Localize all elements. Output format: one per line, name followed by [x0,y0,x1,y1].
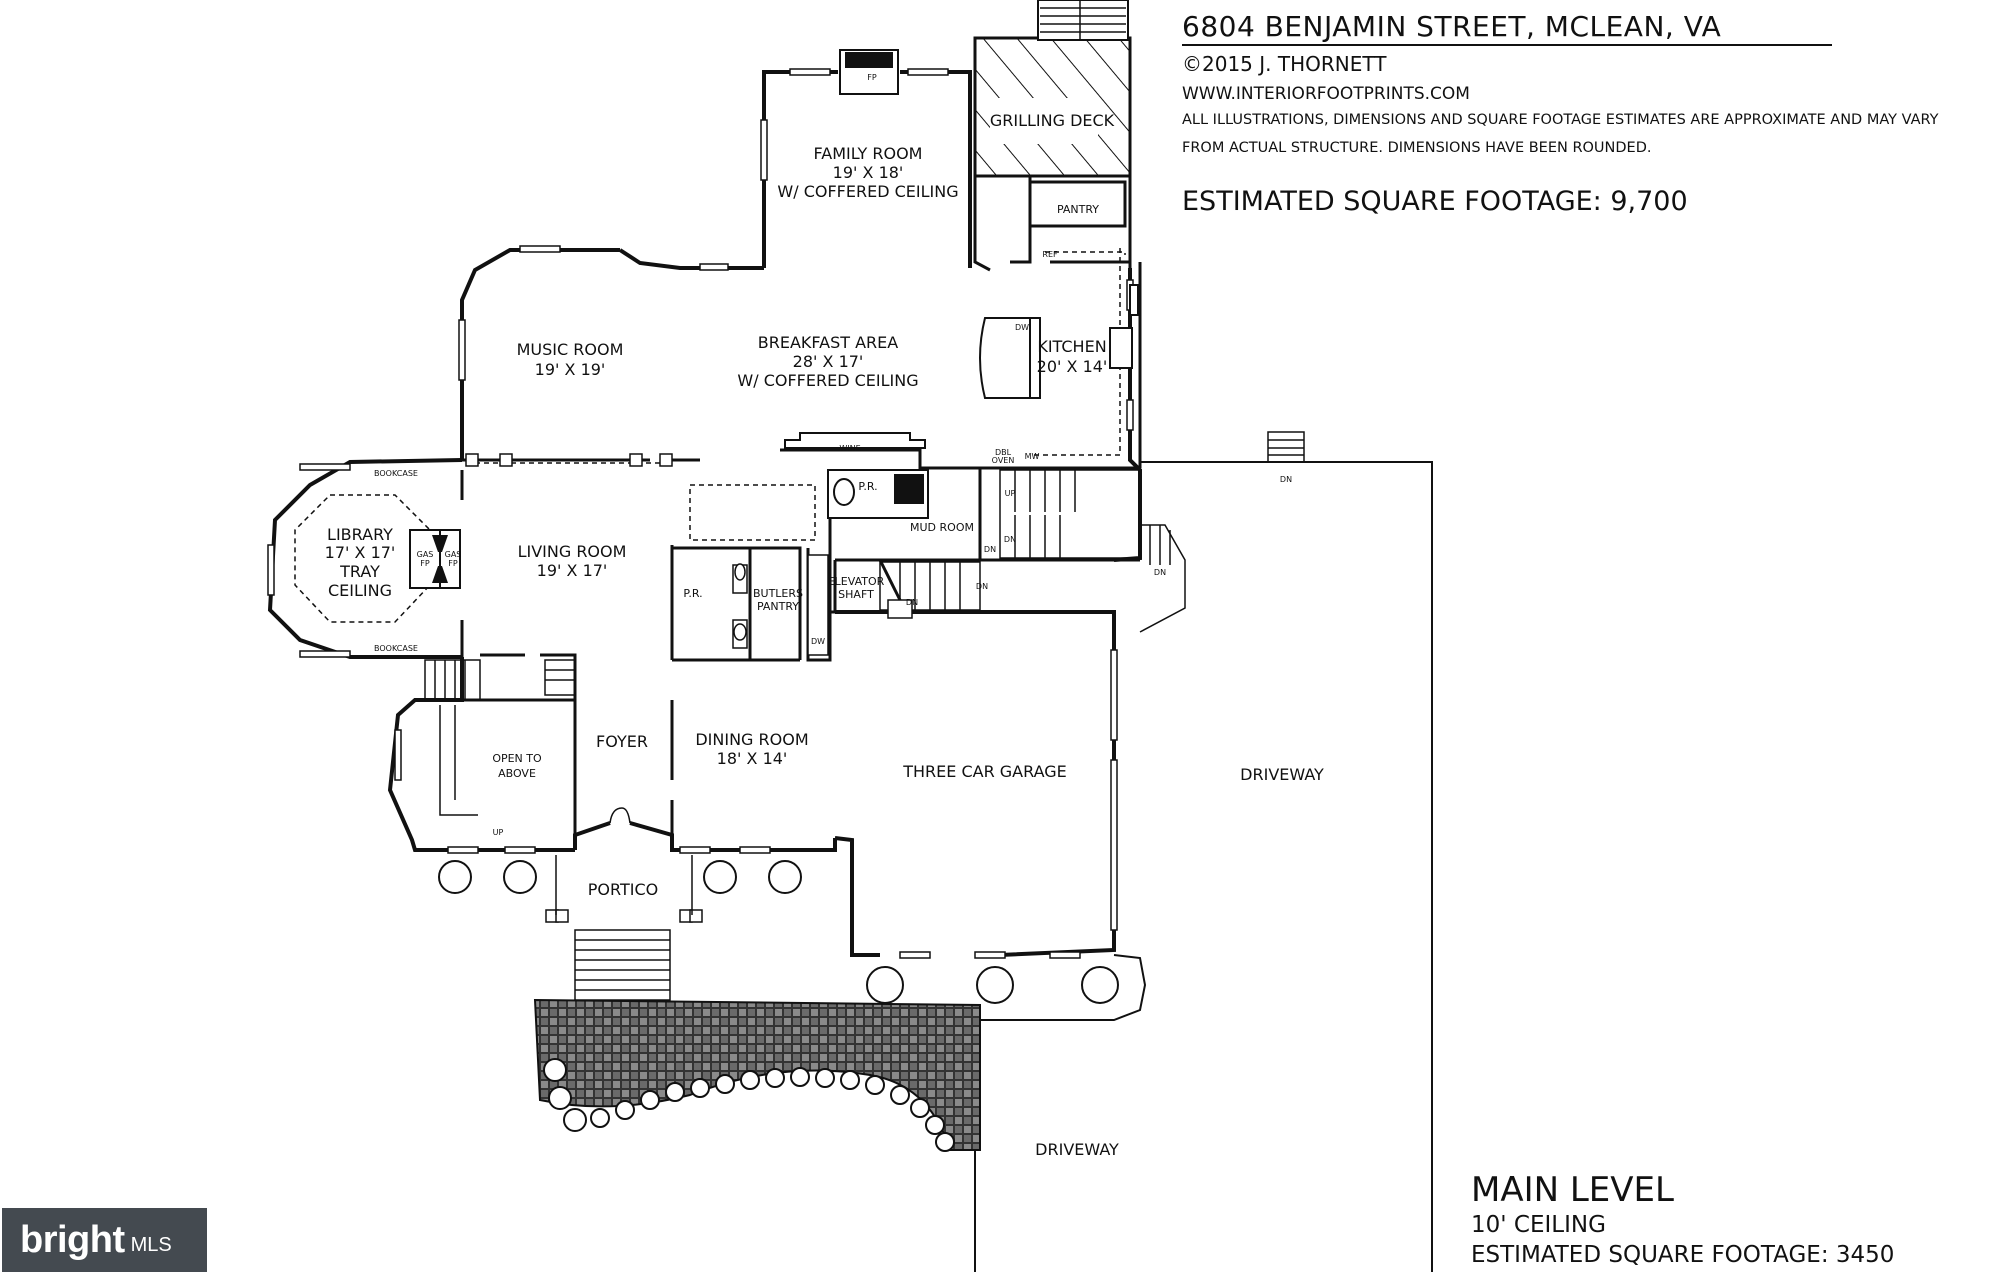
pr-upper-label: P.R. [858,480,877,493]
room-labels: FAMILY ROOM 19' X 18' W/ COFFERED CEILIN… [325,73,1324,1159]
address-title: 6804 BENJAMIN STREET, MCLEAN, VA [1182,10,1722,43]
living-room-name: LIVING ROOM [518,542,627,561]
grilling-deck [973,0,1132,178]
pr-lower-label: P.R. [683,587,702,600]
library-tray-outline [294,494,431,623]
outer-walls [267,70,1142,957]
grilling-deck-label: GRILLING DECK [990,111,1115,130]
open-above-1: OPEN TO [492,752,542,765]
bright-mls-logo: bright MLS [2,1208,207,1272]
stair-up-1: UP [1005,489,1016,498]
living-room-dims: 19' X 17' [537,561,608,580]
level-title: MAIN LEVEL [1471,1170,1674,1210]
ref-label: REF [1042,250,1058,259]
shrubs [438,860,1119,1152]
dining-room-name: DINING ROOM [695,730,808,749]
family-room-note: W/ COFFERED CEILING [777,182,958,201]
butlers-1: BUTLERS [753,587,803,600]
driveway-right-label: DRIVEWAY [1240,765,1324,784]
windows [267,68,1134,959]
logo-suffix: MLS [130,1233,172,1256]
mw-label: MW [1025,452,1040,461]
elevator-1: ELEVATOR [828,575,885,588]
stair-dn-2: DN [984,545,996,554]
open-above-2: ABOVE [498,767,536,780]
level-ceiling: 10' CEILING [1471,1212,1606,1238]
family-room-name: FAMILY ROOM [814,144,923,163]
wine-label: WINE [839,444,860,453]
copyright: ©2015 J. THORNETT [1182,52,1387,76]
disclaimer: ALL ILLUSTRATIONS, DIMENSIONS AND SQUARE… [1182,112,1939,156]
gas-fp-right-1: GAS [445,550,462,559]
mud-room-label: MUD ROOM [910,521,974,534]
gas-fp-right-2: FP [448,559,458,568]
gas-fp-left-1: GAS [417,550,434,559]
stair-dn-5: DN [1280,475,1292,484]
kitchen-name: KITCHEN [1037,337,1106,356]
header-rule [1182,44,1832,46]
stairs [424,431,1305,1001]
garage-label: THREE CAR GARAGE [902,762,1067,781]
kitchen-dims: 20' X 14' [1037,357,1108,376]
butlers-2: PANTRY [757,600,799,613]
dishwasher-label: DW [1015,323,1029,332]
stair-dn-4: DN [906,598,918,607]
fireplace [839,49,899,95]
library-line4: CEILING [328,581,392,600]
foyer-label: FOYER [596,732,648,751]
dbl-oven-2: OVEN [992,456,1015,465]
mud-pr [827,469,929,519]
dining-room-dims: 18' X 14' [717,749,788,768]
bookcase-bottom-label: BOOKCASE [374,644,418,653]
library-line1: LIBRARY [327,525,393,544]
front-door [609,807,631,824]
family-room-dims: 19' X 18' [833,163,904,182]
gas-fireplace [409,529,461,589]
website: WWW.INTERIORFOOTPRINTS.COM [1182,84,1470,104]
stair-dn-6: DN [1154,568,1166,577]
logo-brand: bright [20,1218,125,1261]
elevator-2: SHAFT [838,588,874,601]
stair-dn-3: DN [976,582,988,591]
level-sqft: ESTIMATED SQUARE FOOTAGE: 3450 [1471,1242,1895,1268]
breakfast-area-dims: 28' X 17' [793,352,864,371]
fixtures [732,554,913,656]
dw2-label: DW [811,637,825,646]
breakfast-area-name: BREAKFAST AREA [758,333,899,352]
pantry-label: PANTRY [1057,203,1099,216]
portico-label: PORTICO [588,880,658,899]
wine-counter [784,432,926,449]
stair-dn-1: DN [1004,535,1016,544]
music-room-dims: 19' X 19' [535,360,606,379]
dbl-oven-1: DBL [995,448,1012,457]
bookcase-top-label: BOOKCASE [374,469,418,478]
music-room-name: MUSIC ROOM [517,340,624,359]
library-line2: 17' X 17' [325,543,396,562]
total-sqft: ESTIMATED SQUARE FOOTAGE: 9,700 [1182,186,1688,217]
breakfast-area-note: W/ COFFERED CEILING [737,371,918,390]
library-line3: TRAY [339,562,380,581]
fp-label: FP [867,73,877,82]
columns [465,453,703,923]
gas-fp-left-2: FP [420,559,430,568]
kitchen-island [979,284,1139,399]
driveway-bottom-label: DRIVEWAY [1035,1140,1119,1159]
stair-up-2: UP [493,828,504,837]
